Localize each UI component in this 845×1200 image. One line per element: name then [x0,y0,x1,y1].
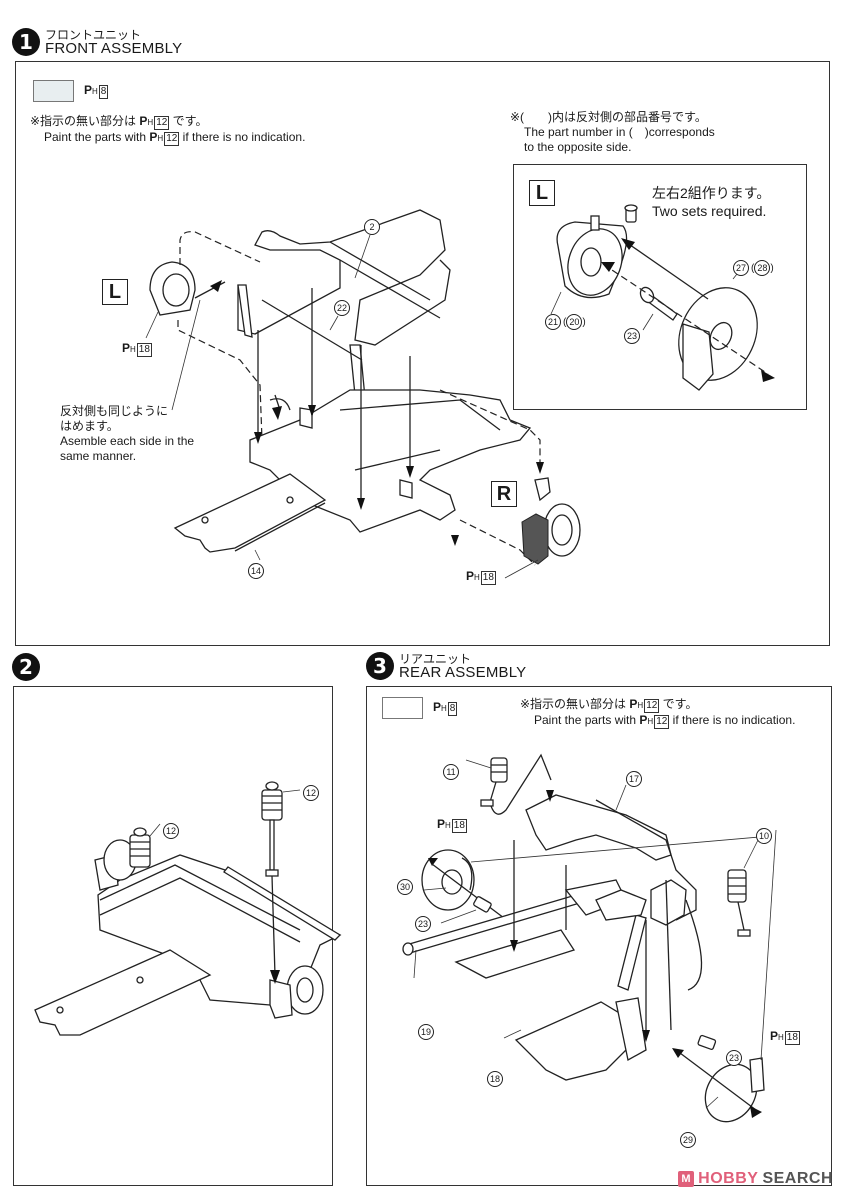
arrow-icon [546,790,554,802]
knuckle-part [556,204,638,299]
part-callout-2: 2 [364,219,380,235]
step-number-badge: 3 [366,652,394,680]
brake-disc-part [678,287,758,391]
step-1-header: 1 フロントユニット FRONT ASSEMBLY [12,28,182,56]
step-title-en: FRONT ASSEMBLY [45,39,183,57]
shock-absorber-11 [480,757,508,807]
rear-assembly-drawing [402,753,777,1123]
arrow-icon [761,370,775,382]
chassis-with-frame [34,839,342,1036]
arrow-icon [621,238,635,250]
part-callout-29: 29 [680,1132,696,1148]
arrow-icon [270,970,280,984]
arrow-icon [357,498,365,510]
upper-frame-part [237,209,451,399]
arrow-icon [536,462,544,474]
part-callout-11: 11 [443,764,459,780]
shock-absorber-10 [727,869,751,937]
floor-plate-part [173,473,327,553]
arrow-icon [272,406,282,420]
side-badge-right: R [491,481,517,507]
part-callout-23: 23 [624,328,640,344]
part-callout-22: 22 [334,300,350,316]
shock-absorber-right [261,781,283,877]
inset-hub-drawing [550,204,775,391]
step-2-drawing [34,781,342,1036]
part-callout-21: 21 (20) [545,314,586,330]
part-callout-14: 14 [248,563,264,579]
step-number-badge: 1 [12,28,40,56]
arrow-icon [428,858,438,866]
step-title-jp: リアユニット [399,651,472,666]
step-title-jp: フロントユニット [45,27,142,42]
side-badge-left-inset: L [529,180,555,206]
hobbysearch-logo-icon: M [678,1171,695,1187]
part-callout-12-left: 12 [163,823,179,839]
arrow-icon [451,535,459,546]
arrow-icon [642,1030,650,1042]
front-assembly-drawing [145,209,581,579]
part-callout-27: 27 (28) [733,260,774,276]
side-badge-left: L [102,279,128,305]
hobbysearch-watermark: M HOBBY SEARCH [678,1170,833,1188]
part-callout-23-left: 23 [415,916,431,932]
part-callout-19: 19 [418,1024,434,1040]
step-2-header: 2 [12,653,40,681]
part-callout-23-right: 23 [726,1050,742,1066]
same-manner-note: 反対側も同じように はめます。 Asemble each side in the… [60,404,195,463]
inset-panel [513,164,807,410]
step-title-en: REAR ASSEMBLY [399,663,527,681]
rear-floor-part-18 [514,997,647,1081]
two-sets-note: 左右2組作ります。 Two sets required. [652,185,771,219]
part-callout-30: 30 [397,879,413,895]
arrow-icon [406,466,414,478]
part-callout-10: 10 [756,828,772,844]
arrow-icon [510,940,518,952]
part-callout-18: 18 [487,1071,503,1087]
arrow-icon [601,262,615,272]
paint-swatch [382,697,423,719]
arrow-icon [254,432,262,444]
arrow-icon [210,280,222,292]
part-callout-12-right: 12 [303,785,319,801]
step-number-badge: 2 [12,653,40,681]
axle-part [402,879,647,956]
left-hub-part [149,261,196,316]
arrow-icon [750,1106,762,1118]
paint-swatch [33,80,74,102]
right-hub-part [521,477,581,565]
brake-disc-29 [704,1057,765,1123]
shock-absorber-left [129,827,151,868]
step-3-header: 3 リアユニット REAR ASSEMBLY [366,652,526,680]
arrow-icon [308,405,316,417]
brake-disc-30 [421,849,475,911]
opposite-side-note: ※( )内は反対側の部品番号です。 The part number in ( )… [510,110,715,154]
part-callout-17: 17 [626,771,642,787]
arrow-icon [672,1048,684,1058]
rear-floor-upper [454,929,576,979]
rear-frame-part [525,794,697,991]
